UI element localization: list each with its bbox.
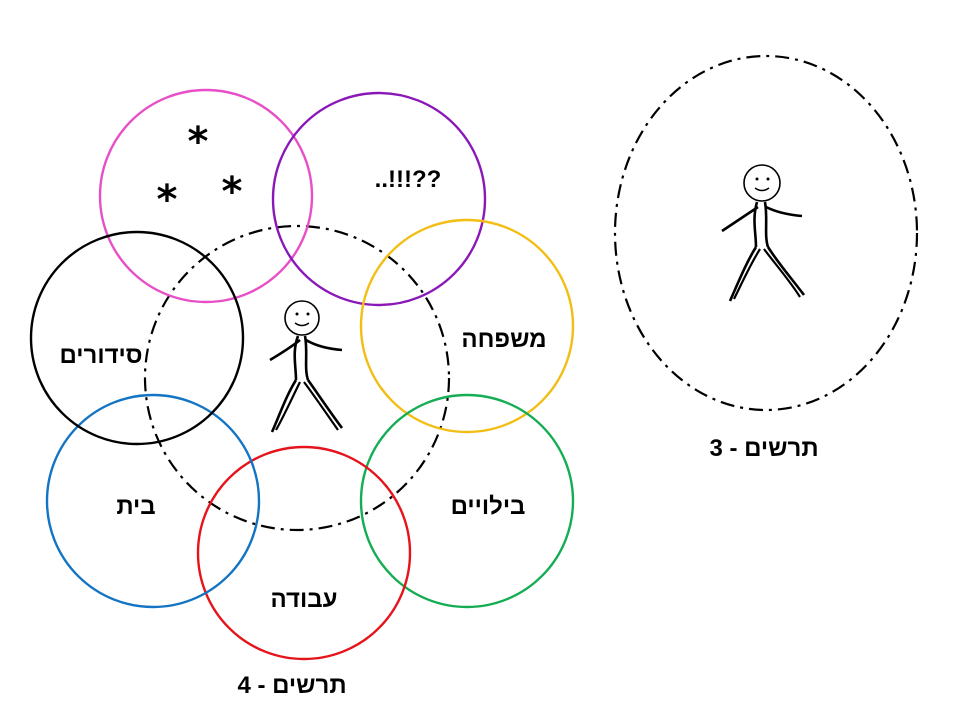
circle-arrangements bbox=[29, 230, 245, 446]
face-icon bbox=[743, 164, 781, 202]
star-3: * bbox=[222, 169, 243, 215]
stars-group: * * * bbox=[157, 119, 243, 223]
circle-top-left bbox=[98, 88, 314, 304]
personal-boundary-right bbox=[613, 54, 919, 412]
label-arrangements: סידורים bbox=[59, 342, 142, 369]
label-work: עבודה bbox=[271, 586, 338, 613]
caption-right: תרשים - 3 bbox=[709, 435, 818, 462]
label-leisure: בילויים bbox=[451, 493, 526, 520]
face-icon bbox=[284, 300, 320, 336]
circle-home bbox=[45, 393, 261, 609]
label-home: בית bbox=[116, 493, 155, 520]
stick-figure-left bbox=[269, 300, 344, 433]
circle-leisure bbox=[359, 393, 575, 609]
star-2: * bbox=[157, 177, 178, 223]
caption-left: תרשים - 4 bbox=[237, 672, 346, 699]
label-top: ..!!!?? bbox=[375, 166, 442, 193]
personal-boundary-left bbox=[143, 224, 451, 532]
stick-figure-right bbox=[721, 164, 806, 302]
circle-work bbox=[196, 445, 412, 661]
circle-top bbox=[271, 91, 487, 307]
label-family: משפחה bbox=[461, 326, 546, 353]
life-area-circles bbox=[29, 88, 575, 661]
star-1: * bbox=[188, 119, 209, 165]
circle-family bbox=[359, 218, 575, 434]
